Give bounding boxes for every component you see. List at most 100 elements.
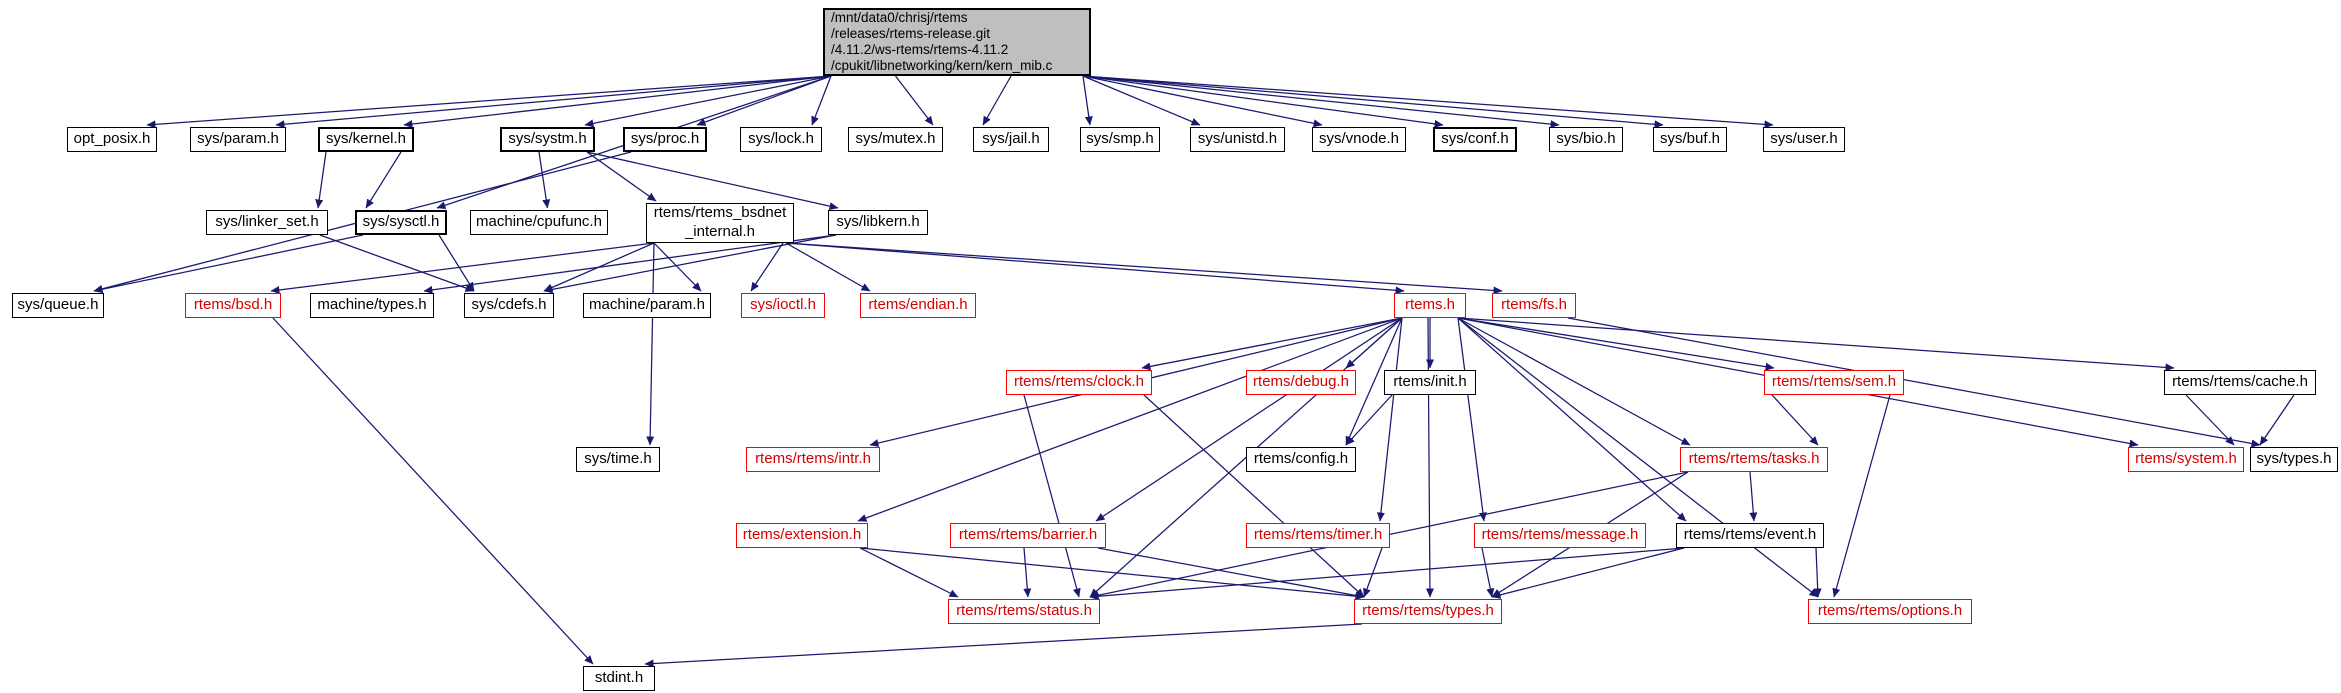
graph-node-vnode[interactable]: sys/vnode.h [1312, 127, 1406, 152]
graph-node-intr[interactable]: rtems/rtems/intr.h [746, 447, 880, 472]
include-edge-sem-options [1832, 394, 1891, 598]
graph-node-kernel[interactable]: sys/kernel.h [318, 127, 414, 152]
graph-node-clock[interactable]: rtems/rtems/clock.h [1006, 370, 1152, 395]
graph-node-sem[interactable]: rtems/rtems/sem.h [1764, 370, 1904, 395]
graph-node-init[interactable]: rtems/init.h [1384, 370, 1476, 395]
graph-node-bsd[interactable]: rtems/bsd.h [185, 293, 281, 318]
include-edge-event-options [1813, 547, 1822, 598]
graph-node-proc[interactable]: sys/proc.h [623, 127, 707, 152]
graph-node-lock[interactable]: sys/lock.h [740, 127, 822, 152]
include-edge-cache-system [2185, 394, 2235, 446]
include-edge-init-config [1345, 394, 1393, 446]
include-edge-main-proc [696, 75, 832, 126]
graph-node-extension[interactable]: rtems/extension.h [736, 523, 868, 548]
include-edge-fs-systypes [1567, 317, 2261, 448]
include-edge-rtems-sem [1457, 317, 1775, 371]
include-edge-internal-endian [785, 242, 871, 292]
graph-node-user[interactable]: sys/user.h [1763, 127, 1845, 152]
graph-node-event[interactable]: rtems/rtems/event.h [1676, 523, 1824, 548]
include-edge-rtems-timer [1376, 317, 1403, 522]
graph-node-bio[interactable]: sys/bio.h [1549, 127, 1623, 152]
graph-node-config[interactable]: rtems/config.h [1246, 447, 1356, 472]
graph-node-mparam[interactable]: machine/param.h [583, 293, 711, 318]
include-edge-rtems-extension [857, 317, 1403, 522]
include-edge-main-opt_posix [146, 75, 832, 129]
graph-node-systm[interactable]: sys/systm.h [500, 127, 595, 152]
graph-node-fs[interactable]: rtems/fs.h [1492, 293, 1576, 318]
include-edge-libkern-mtypes [423, 234, 837, 294]
graph-node-system[interactable]: rtems/system.h [2128, 447, 2244, 472]
include-edge-sysctl-cdefs [438, 234, 475, 292]
graph-node-debug[interactable]: rtems/debug.h [1246, 370, 1356, 395]
include-edge-main-systm [584, 75, 832, 128]
include-edge-systm-cpufunc [538, 151, 551, 209]
graph-node-stdint[interactable]: stdint.h [583, 666, 655, 691]
include-edge-kernel-sysctl [365, 151, 402, 209]
graph-node-sysctl[interactable]: sys/sysctl.h [355, 210, 447, 235]
graph-node-time[interactable]: sys/time.h [576, 447, 660, 472]
graph-node-ioctl[interactable]: sys/ioctl.h [741, 293, 825, 318]
include-edge-rtems-event [1457, 317, 1687, 522]
graph-node-systypes[interactable]: sys/types.h [2250, 447, 2338, 472]
graph-node-tasks[interactable]: rtems/rtems/tasks.h [1680, 447, 1828, 472]
graph-node-status[interactable]: rtems/rtems/status.h [948, 599, 1100, 624]
graph-node-smp[interactable]: sys/smp.h [1080, 127, 1160, 152]
graph-node-cdefs[interactable]: sys/cdefs.h [464, 293, 554, 318]
graph-node-barrier[interactable]: rtems/rtems/barrier.h [950, 523, 1106, 548]
include-edge-barrier-status [1023, 547, 1032, 598]
include-edge-barrier-rtypes [1097, 547, 1365, 600]
include-edge-timer-rtypes [1363, 547, 1383, 598]
graph-node-buf[interactable]: sys/buf.h [1653, 127, 1727, 152]
graph-node-timer[interactable]: rtems/rtems/timer.h [1246, 523, 1390, 548]
include-edge-kernel-linker_set [315, 151, 327, 209]
graph-node-rtypes[interactable]: rtems/rtems/types.h [1354, 599, 1502, 624]
include-edge-internal-bsd [270, 242, 655, 294]
include-edge-internal-fs [785, 242, 1503, 295]
include-edge-main-user [1082, 75, 1774, 129]
graph-node-endian[interactable]: rtems/endian.h [860, 293, 976, 318]
include-edge-extension-status [859, 547, 959, 598]
include-edge-main-vnode [1082, 75, 1323, 128]
graph-node-internal[interactable]: rtems/rtems_bsdnet _internal.h [646, 203, 794, 243]
graph-node-queue[interactable]: sys/queue.h [12, 293, 104, 318]
include-edge-main-conf [1082, 75, 1444, 128]
include-edge-systm-libkern [586, 151, 839, 211]
include-edge-rtems-barrier [1095, 317, 1403, 522]
include-edge-sem-tasks [1771, 394, 1819, 446]
graph-node-main: /mnt/data0/chrisj/rtems /releases/rtems-… [823, 8, 1091, 76]
include-edge-internal-ioctl [750, 242, 784, 292]
graph-node-mutex[interactable]: sys/mutex.h [848, 127, 943, 152]
graph-node-opt_posix[interactable]: opt_posix.h [67, 127, 157, 152]
include-edge-message-rtypes [1481, 547, 1495, 598]
include-edge-sysctl-queue [93, 234, 364, 294]
graph-node-message[interactable]: rtems/rtems/message.h [1474, 523, 1646, 548]
include-edge-rtems-message [1457, 317, 1487, 522]
include-edge-internal-time [646, 242, 655, 446]
graph-node-libkern[interactable]: sys/libkern.h [828, 210, 928, 235]
include-edge-linker_set-cdefs [319, 234, 475, 292]
graph-node-conf[interactable]: sys/conf.h [1433, 127, 1517, 152]
include-edge-clock-status [1023, 394, 1081, 598]
graph-node-cache[interactable]: rtems/rtems/cache.h [2164, 370, 2316, 395]
include-edge-internal-rtems [785, 242, 1405, 295]
include-edge-rtems-tasks [1457, 317, 1691, 446]
graph-node-options[interactable]: rtems/rtems/options.h [1808, 599, 1972, 624]
include-edge-main-bio [1082, 75, 1560, 129]
include-edge-event-status [1089, 547, 1685, 601]
include-edge-event-rtypes [1491, 547, 1685, 599]
graph-node-cpufunc[interactable]: machine/cpufunc.h [470, 210, 608, 235]
include-edge-main-unistd [1082, 75, 1201, 126]
include-edge-extension-rtypes [859, 547, 1365, 601]
graph-node-param[interactable]: sys/param.h [190, 127, 286, 152]
graph-node-mtypes[interactable]: machine/types.h [310, 293, 434, 318]
include-edge-rtems-clock [1141, 317, 1403, 371]
include-edge-main-jail [982, 75, 1012, 126]
graph-node-linker_set[interactable]: sys/linker_set.h [206, 210, 328, 235]
include-edge-libkern-cdefs [543, 234, 837, 294]
graph-node-jail[interactable]: sys/jail.h [973, 127, 1049, 152]
include-edge-main-param [275, 75, 832, 129]
graph-node-unistd[interactable]: sys/unistd.h [1190, 127, 1285, 152]
graph-node-rtems[interactable]: rtems.h [1394, 293, 1466, 318]
